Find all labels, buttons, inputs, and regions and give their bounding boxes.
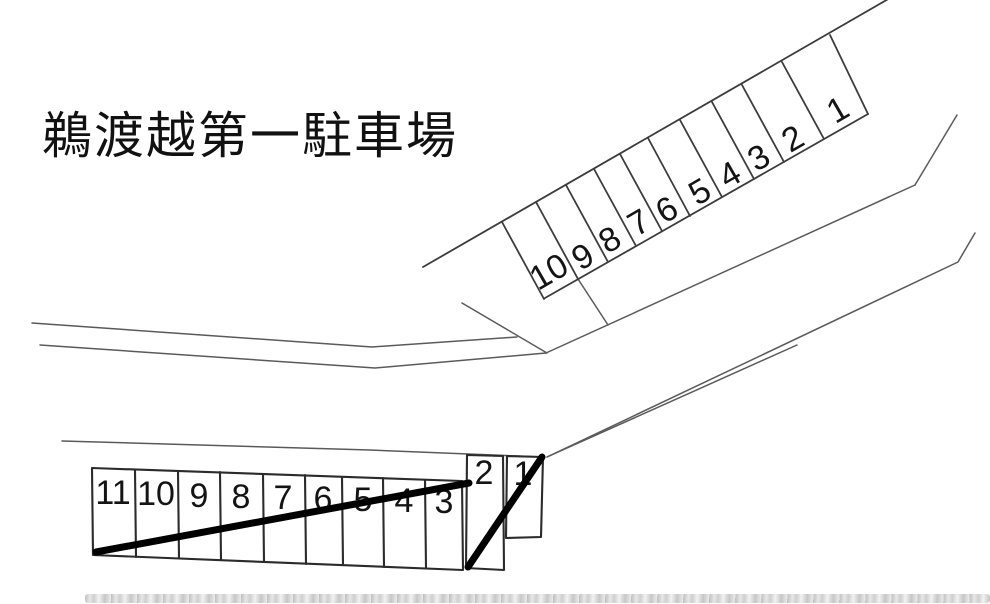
lower-space-label: 8 <box>232 478 251 516</box>
upper-lot-divider <box>741 84 785 163</box>
upper-space-label: 2 <box>775 118 810 160</box>
lower-space-label: 2 <box>475 454 494 492</box>
upper-space-label: 5 <box>682 171 717 213</box>
closure-stroke-long <box>92 479 473 556</box>
upper-lot: 10 9 8 7 6 5 4 3 2 1 <box>422 0 889 300</box>
upper-lot-divider <box>593 168 637 247</box>
upper-lot-divider <box>619 153 663 232</box>
upper-lot-divider <box>535 201 579 280</box>
lower-space-label: 4 <box>395 482 414 520</box>
road-left-upper-edge <box>31 322 518 348</box>
lower-lot-divider <box>218 470 223 562</box>
road-diagonal-nw-edge <box>545 184 916 354</box>
lower-space-label: 10 <box>137 475 175 513</box>
lower-lot-divider <box>381 476 386 569</box>
upper-lot-divider <box>501 221 545 300</box>
lower-space-label: 9 <box>190 477 209 515</box>
road-diagonal-se-edge <box>546 232 976 458</box>
lower-space-label: 3 <box>435 483 454 521</box>
page-title: 鵜渡越第一駐車場 <box>42 108 458 164</box>
lower-lot-space2-box <box>464 453 506 572</box>
closure-marks <box>92 453 546 571</box>
closure-stroke-steep <box>464 453 546 571</box>
lower-space-label: 7 <box>274 479 293 517</box>
lower-lot-divider <box>303 473 308 566</box>
upper-lot-top-boundary <box>422 0 889 268</box>
road-bend-edge <box>914 114 958 186</box>
lower-lot-outline <box>90 466 465 572</box>
road-diagonal-inner-edge <box>546 344 798 458</box>
upper-lot-right-edge <box>829 34 869 115</box>
lower-space-label: 11 <box>95 474 130 512</box>
upper-lot-labels: 10 9 8 7 6 5 4 3 2 1 <box>523 89 856 298</box>
road-left-lower-edge <box>39 344 547 369</box>
upper-lot-bottom-boundary <box>544 113 869 299</box>
lower-lot: 11 10 9 8 7 6 5 4 3 2 1 <box>90 453 546 572</box>
upper-space-label: 10 <box>523 246 575 298</box>
upper-space-label: 3 <box>741 137 776 179</box>
lower-lot-divider <box>176 469 181 560</box>
upper-lot-divider <box>647 137 691 217</box>
scan-artifact-strip <box>85 594 990 603</box>
roads <box>31 114 976 458</box>
upper-lot-divider <box>781 61 825 140</box>
lower-lot-divider <box>340 475 345 567</box>
upper-lot-divider <box>679 119 723 198</box>
upper-lot-access-line <box>577 278 609 326</box>
lower-lot-labels: 11 10 9 8 7 6 5 4 3 2 1 <box>95 454 532 521</box>
road-fork-edge <box>461 302 548 354</box>
upper-lot-divider <box>565 184 609 263</box>
upper-lot-divider <box>711 101 755 180</box>
